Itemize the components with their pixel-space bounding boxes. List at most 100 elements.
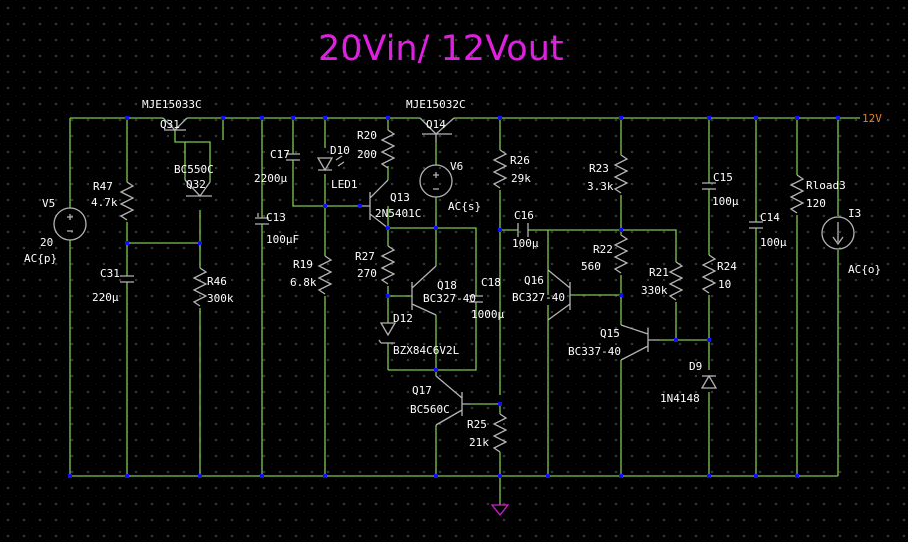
v5-name: V5 — [42, 197, 55, 210]
q17-name: Q17 — [412, 384, 432, 397]
v5-value: 20 — [40, 236, 53, 249]
r25-resistor-icon — [492, 413, 508, 453]
q32-name: Q32 — [186, 178, 206, 191]
c15-value: 100µ — [712, 195, 739, 208]
component-labels: 12V V5 20 AC{p} R47 4.7k C31 220µ MJE150… — [24, 98, 882, 449]
r24-name: R24 — [717, 260, 737, 273]
r21-value: 330k — [641, 284, 668, 297]
r46-value: 300k — [207, 292, 234, 305]
r47-resistor-icon — [119, 181, 135, 221]
rload3-resistor-icon — [789, 174, 805, 214]
r19-value: 6.8k — [290, 276, 317, 289]
r24-value: 10 — [718, 278, 731, 291]
v6-spec: AC{s} — [448, 200, 481, 213]
c13-name: C13 — [266, 211, 286, 224]
r20-value: 200 — [357, 148, 377, 161]
d12-name: D12 — [393, 312, 413, 325]
q16-name: Q16 — [524, 274, 544, 287]
r20-resistor-icon — [380, 129, 396, 169]
q13-transistor-icon — [360, 179, 389, 229]
r27-value: 270 — [357, 267, 377, 280]
c14-capacitor-icon — [749, 221, 763, 229]
c16-value: 100µ — [512, 237, 539, 250]
r25-name: R25 — [467, 418, 487, 431]
ground-icon — [490, 504, 510, 517]
v6-name: V6 — [450, 160, 463, 173]
wires — [69, 117, 860, 505]
r26-value: 29k — [511, 172, 531, 185]
c31-name: C31 — [100, 267, 120, 280]
q17-transistor-icon — [435, 375, 470, 426]
r19-resistor-icon — [317, 255, 333, 295]
r21-name: R21 — [649, 266, 669, 279]
r25-value: 21k — [469, 436, 489, 449]
q18-transistor-icon — [411, 265, 437, 316]
junction-dots — [68, 116, 840, 478]
d9-model: 1N4148 — [660, 392, 700, 405]
c15-capacitor-icon — [702, 182, 716, 190]
q14-model: MJE15032C — [406, 98, 466, 111]
q31-model: MJE15033C — [142, 98, 202, 111]
r22-name: R22 — [593, 243, 613, 256]
c13-value: 100µF — [266, 233, 299, 246]
v6-source-icon — [419, 164, 453, 198]
r19-name: R19 — [293, 258, 313, 271]
i3-name: I3 — [848, 207, 861, 220]
i3-spec: AC{o} — [848, 263, 881, 276]
d9-diode-icon — [700, 374, 718, 389]
c16-name: C16 — [514, 209, 534, 222]
r23-value: 3.3k — [587, 180, 614, 193]
r22-resistor-icon — [613, 234, 629, 274]
q31-name: Q31 — [160, 118, 180, 131]
q18-name: Q18 — [437, 279, 457, 292]
q15-transistor-icon — [620, 324, 660, 361]
q15-name: Q15 — [600, 327, 620, 340]
q13-name: Q13 — [390, 191, 410, 204]
q16-model: BC327-40 — [512, 291, 565, 304]
r26-resistor-icon — [492, 149, 508, 189]
c14-value: 100µ — [760, 236, 787, 249]
d10-name: D10 — [330, 144, 350, 157]
page-title: 20Vin/ 12Vout — [318, 29, 564, 69]
r46-name: R46 — [207, 275, 227, 288]
q18-model: BC327-40 — [423, 292, 476, 305]
d9-name: D9 — [689, 360, 702, 373]
c16-capacitor-icon — [517, 223, 529, 237]
i3-current-source-icon — [821, 216, 855, 250]
d12-zener-icon — [378, 322, 397, 344]
c18-capacitor-icon — [469, 295, 483, 303]
r46-resistor-icon — [192, 267, 208, 307]
q15-model: BC337-40 — [568, 345, 621, 358]
c15-name: C15 — [713, 171, 733, 184]
c31-capacitor-icon — [120, 275, 134, 283]
q32-model: BC550C — [174, 163, 214, 176]
q16-transistor-icon — [547, 269, 571, 321]
r27-resistor-icon — [380, 245, 396, 285]
c31-value: 220µ — [92, 291, 119, 304]
v5-source-icon — [53, 207, 87, 241]
q14-transistor-icon — [419, 117, 455, 142]
r21-resistor-icon — [668, 261, 684, 301]
r24-resistor-icon — [701, 254, 717, 294]
v5-spec: AC{p} — [24, 252, 57, 265]
r22-value: 560 — [581, 260, 601, 273]
r47-value: 4.7k — [91, 196, 118, 209]
rload3-name: Rload3 — [806, 179, 846, 192]
r26-name: R26 — [510, 154, 530, 167]
q31-transistor-icon — [162, 117, 188, 131]
d10-led-icon — [316, 157, 334, 172]
r47-name: R47 — [93, 180, 113, 193]
c13-capacitor-icon — [255, 213, 269, 225]
q17-model: BC560C — [410, 403, 450, 416]
r20-name: R20 — [357, 129, 377, 142]
c14-name: C14 — [760, 211, 780, 224]
d12-model: BZX84C6V2L — [393, 344, 460, 357]
q32-transistor-icon — [184, 179, 212, 198]
c17-value: 2200µ — [254, 172, 287, 185]
q14-name: Q14 — [426, 118, 446, 131]
rload3-value: 120 — [806, 197, 826, 210]
net-label-12v: 12V — [862, 112, 882, 125]
c18-value: 1000µ — [471, 308, 504, 321]
